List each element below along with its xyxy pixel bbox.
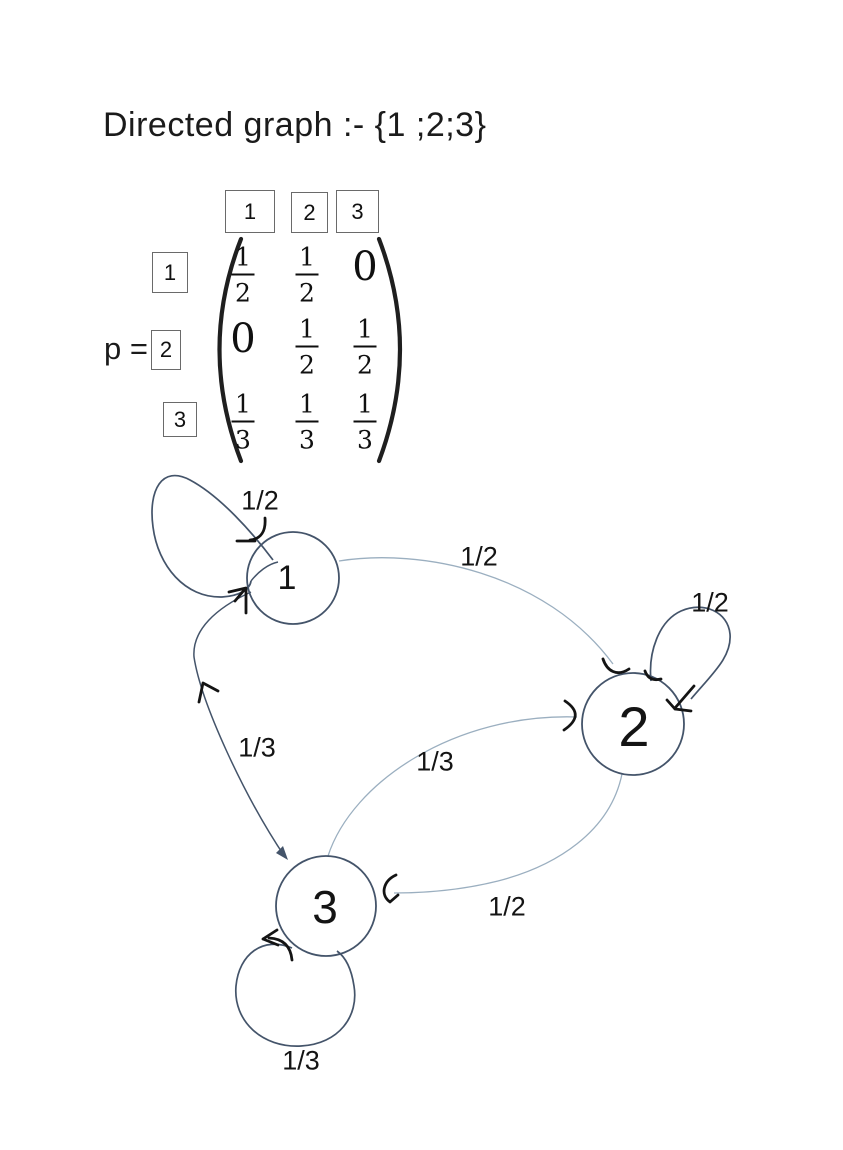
self-loop-2-path (649, 606, 731, 700)
cell-numerator: 1 (235, 389, 251, 419)
cell-denominator: 3 (357, 425, 373, 455)
cell-denominator: 2 (357, 350, 373, 380)
cell-denominator: 2 (299, 278, 315, 308)
cell-numerator: 1 (299, 314, 315, 344)
matrix-row-header-3-label: 3 (173, 406, 187, 432)
edge-2-to-3-path (393, 773, 623, 894)
matrix-col-header-1-label: 1 (243, 198, 257, 224)
matrix-row-header-1-label: 1 (163, 259, 177, 285)
self-loop-2-start-tick-icon (643, 669, 663, 682)
matrix-row-header-1: 1 (152, 252, 188, 293)
matrix-col-header-2-label: 2 (303, 199, 316, 225)
edge-1-to-2-path (338, 557, 614, 665)
fraction-bar (353, 420, 377, 423)
matrix-cell-r3c3: 1 3 (353, 389, 377, 455)
matrix-cell-r2c2: 1 2 (295, 314, 319, 380)
matrix-col-header-3-label: 3 (351, 198, 364, 224)
matrix-col-header-1: 1 (225, 190, 275, 233)
node-1-circle (246, 531, 340, 625)
arrowhead-1-to-2-icon (601, 657, 631, 674)
matrix-cell-r2c3: 1 2 (353, 314, 377, 380)
self-loop-1-label: 1/2 (241, 485, 279, 516)
node-2-circle (581, 672, 685, 776)
cell-numerator: 1 (235, 242, 251, 272)
edge-1-to-2-label: 1/2 (460, 541, 498, 572)
fraction-bar (295, 420, 319, 423)
matrix-col-header-2: 2 (291, 192, 328, 233)
cell-numerator: 1 (299, 242, 315, 272)
chevron-3-to-1-icon (197, 681, 220, 704)
cell-denominator: 3 (235, 425, 251, 455)
self-loop-1-path (151, 474, 274, 598)
self-loop-2-arrow-icon (665, 684, 696, 713)
cell-denominator: 2 (299, 350, 315, 380)
self-loop-3-path (235, 943, 356, 1047)
edge-3-to-1-label: 1/3 (238, 732, 276, 763)
self-loop-1-arrow-icon (248, 516, 267, 542)
page-title: Directed graph :- {1 ;2;3} (103, 106, 487, 144)
fraction-bar (295, 345, 319, 348)
fraction-bar (295, 273, 319, 276)
matrix-row-header-2-label: 2 (159, 337, 173, 362)
matrix-p-label: p = (104, 331, 148, 366)
cell-numerator: 1 (357, 314, 373, 344)
cell-numerator: 1 (299, 389, 315, 419)
edge-3-to-2-path (327, 716, 578, 857)
matrix-cell-r2c1: 0 (230, 316, 256, 362)
fraction-bar (231, 273, 255, 276)
edge-3-to-1-arrowhead-icon (276, 846, 288, 860)
matrix-left-paren (217, 236, 244, 464)
arrowhead-3-to-2-icon (562, 699, 577, 732)
self-loop-1-tail (250, 561, 279, 582)
node-3-label: 3 (312, 881, 338, 933)
self-loop-3-arrow-icon (261, 928, 294, 962)
matrix-row-header-3: 3 (163, 402, 197, 437)
cell-numerator: 1 (357, 389, 373, 419)
matrix-cell-r1c3: 0 (352, 244, 378, 290)
edge-3-to-2-label: 1/3 (416, 746, 454, 777)
node-3-circle (275, 855, 377, 957)
cell-denominator: 3 (299, 425, 315, 455)
self-loop-2-label: 1/2 (691, 587, 729, 618)
matrix-cell-r3c1: 1 3 (231, 389, 255, 455)
matrix-cell-r1c1: 1 2 (231, 242, 255, 308)
edge-2-to-3-label: 1/2 (488, 891, 526, 922)
node-2-label: 2 (618, 695, 650, 758)
matrix-row-header-2: 2 (151, 330, 181, 370)
fraction-bar (231, 420, 255, 423)
arrow-into-node-1-icon (227, 586, 248, 615)
edge-3-to-1-path (193, 591, 286, 858)
fraction-bar (353, 345, 377, 348)
matrix-cell-r1c2: 1 2 (295, 242, 319, 308)
arrowhead-2-to-3-icon (382, 873, 400, 904)
matrix-cell-r3c2: 1 3 (295, 389, 319, 455)
node-1-label: 1 (277, 559, 297, 597)
matrix-right-paren (376, 236, 403, 464)
matrix-col-header-3: 3 (336, 190, 379, 233)
cell-denominator: 2 (235, 278, 251, 308)
self-loop-3-label: 1/3 (282, 1045, 320, 1076)
